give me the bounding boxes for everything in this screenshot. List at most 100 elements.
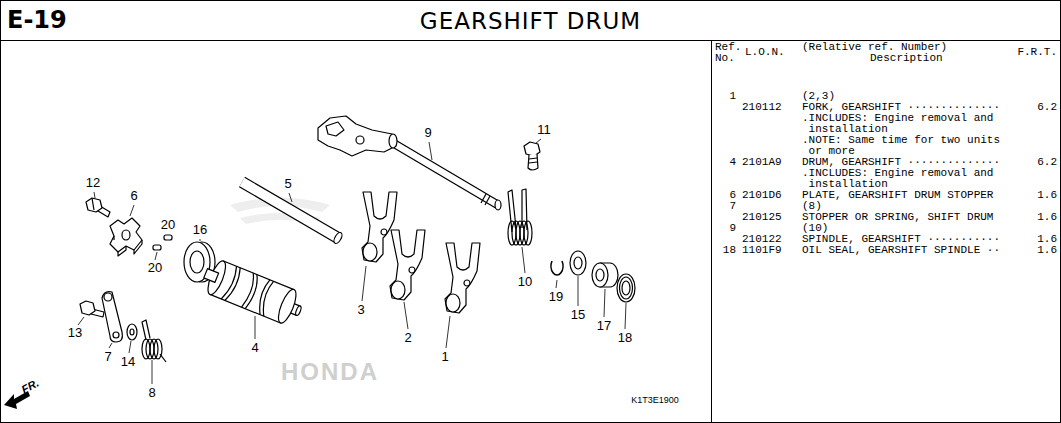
leader-line [289, 193, 292, 202]
bolt [524, 142, 540, 170]
leader-line [155, 252, 157, 260]
gearshift-drum [199, 257, 307, 329]
table-cell: (2,3) [802, 91, 835, 102]
page-number: E-19 [7, 6, 67, 34]
shift-fork [390, 230, 425, 300]
table-cell: 1.6 [1037, 245, 1057, 256]
table-cell: 210112 [742, 102, 782, 113]
shift-fork [391, 281, 405, 299]
leader-line [522, 247, 525, 273]
bolt [528, 154, 538, 170]
callout-number: 18 [618, 331, 632, 345]
leader-line [404, 302, 408, 329]
stopper-arm [113, 332, 119, 338]
callout-number: 5 [284, 177, 291, 191]
shift-fork [464, 280, 470, 286]
header-rule [0, 40, 1061, 41]
stopper-plate [110, 218, 142, 256]
gearshift-spindle [318, 116, 501, 210]
shift-fork [445, 243, 480, 313]
table-cell: 1.6 [1037, 234, 1057, 245]
leader-line [94, 192, 95, 198]
callout-number: 10 [518, 275, 532, 289]
table-cell: 210122 [742, 234, 782, 245]
callout-number: 15 [571, 308, 585, 322]
washer [127, 324, 137, 340]
table-cell: 1.6 [1037, 212, 1057, 223]
callout-number: 1 [441, 350, 448, 364]
callout-number: 12 [86, 176, 100, 190]
shift-fork [362, 192, 397, 262]
leader-line [446, 316, 450, 348]
gearshift-drum [275, 287, 300, 325]
table-cell: 1101F9 [742, 245, 782, 256]
table-cell: .INCLUDES: Engine removal and installati… [802, 113, 1014, 135]
callout-number: 9 [424, 126, 431, 140]
table-cell: DRUM, GEARSHIFT ·············· [802, 157, 1000, 168]
table-cell: 1.6 [1037, 190, 1057, 201]
table-cell: 6 [729, 190, 736, 201]
table-cell: OIL SEAL, GEARSHIFT SPINDLE ·· [802, 245, 1000, 256]
stopper-plate [114, 236, 142, 256]
dowel-pin [164, 235, 172, 240]
leader-line [255, 316, 256, 339]
circlip [551, 261, 563, 275]
table-cell: SPINDLE, GEARSHIFT ··········· [802, 234, 1000, 245]
gearshift-drum [295, 305, 302, 316]
bushing [592, 263, 608, 287]
bolt [80, 301, 95, 315]
table-rule [711, 40, 712, 423]
callout-number: 16 [193, 223, 207, 237]
table-header: Ref. No. [715, 42, 741, 64]
bolt [92, 198, 94, 210]
gearshift-spindle [318, 116, 396, 156]
table-cell: 6.2 [1037, 102, 1057, 113]
oil-seal [622, 281, 630, 295]
callout-number: 19 [549, 290, 563, 304]
gearshift-spindle [326, 122, 344, 136]
gearshift-spindle [485, 196, 490, 205]
gearshift-spindle [388, 140, 498, 205]
oil-seal [617, 274, 635, 302]
leader-line [200, 239, 201, 241]
stopper-arm [102, 292, 122, 342]
table-cell: (10) [802, 223, 828, 234]
callout-number: 17 [597, 319, 611, 333]
callout-number: 13 [68, 326, 82, 340]
callout-number: 14 [121, 355, 135, 369]
callout-number: 2 [404, 331, 411, 345]
leader-line [536, 139, 541, 143]
page-title: GEARSHIFT DRUM [0, 8, 1061, 34]
washer [127, 324, 137, 340]
gearshift-drum [204, 269, 219, 283]
bushing [596, 269, 604, 281]
callout-number: 20 [161, 218, 175, 232]
gearshift-drum [221, 266, 273, 315]
washer [570, 251, 586, 275]
gearshift-spindle [356, 136, 364, 144]
table-cell: 7 [729, 201, 736, 212]
stopper-plate [122, 230, 130, 240]
oil-seal [617, 274, 635, 302]
table-cell: FORK, GEARSHIFT ·············· [802, 102, 1000, 113]
table-header: (Relative ref. Number) [802, 42, 947, 53]
leader-line [109, 343, 112, 348]
table-cell: 2101D6 [742, 190, 782, 201]
gearshift-spindle [389, 134, 397, 148]
circlip [551, 261, 563, 275]
leader-line [578, 276, 579, 306]
table-cell: 4 [729, 157, 736, 168]
shift-fork [390, 230, 425, 300]
drawing-part [4, 116, 635, 409]
leader-line [130, 205, 134, 216]
table-cell: 18 [723, 245, 736, 256]
table-cell: .INCLUDES: Engine removal and installati… [802, 168, 1014, 190]
leader-line [362, 266, 366, 301]
bolt [529, 162, 537, 163]
leader-line [78, 139, 626, 384]
stopper-spring [142, 320, 166, 362]
dowel-pin [153, 235, 172, 250]
